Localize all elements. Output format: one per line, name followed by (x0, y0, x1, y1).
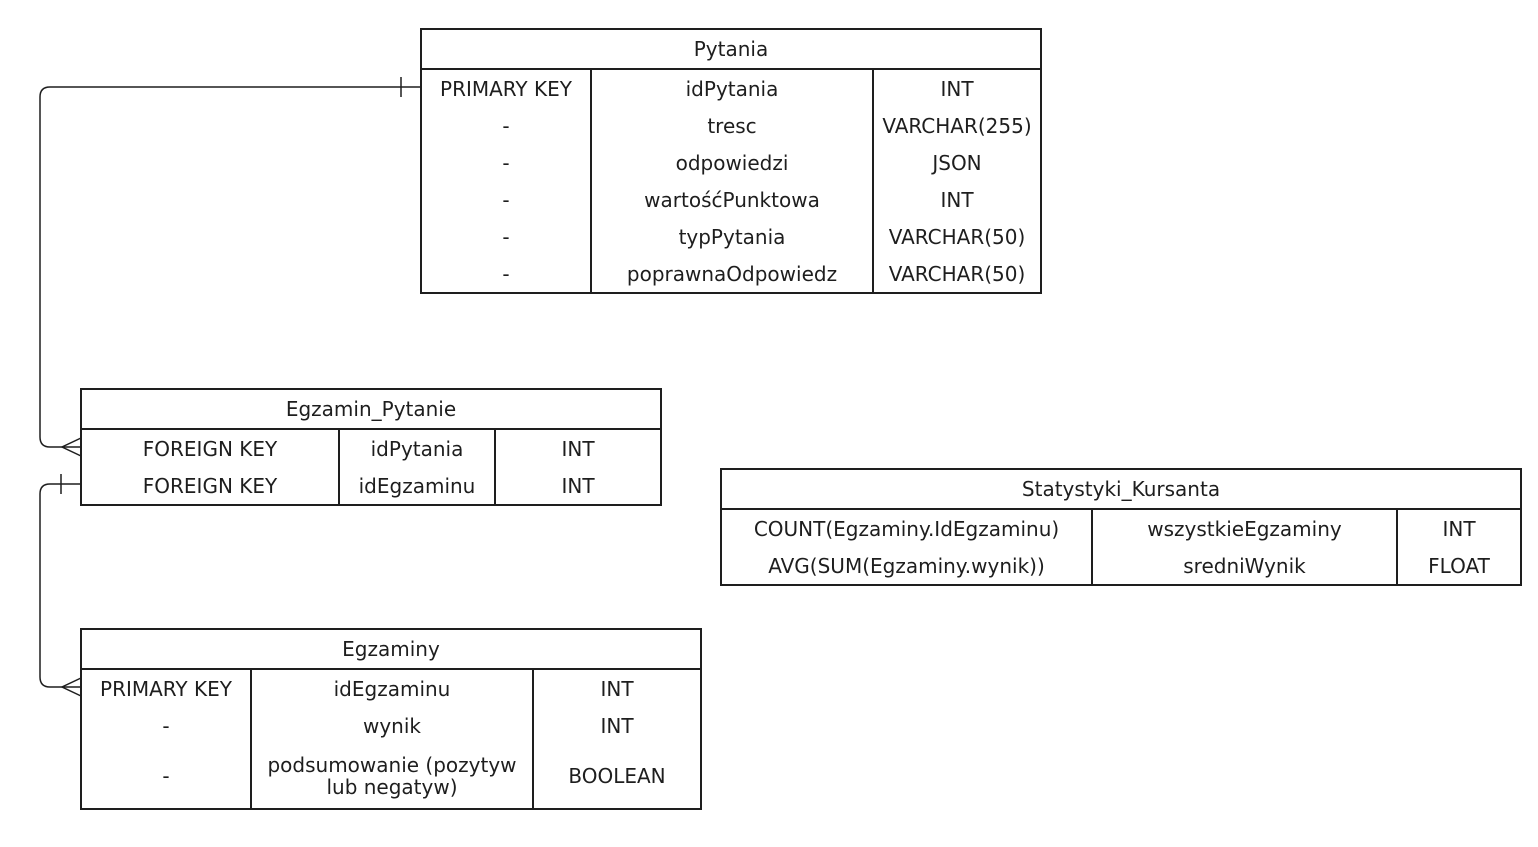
key-cell: - (502, 150, 510, 175)
key-cell: PRIMARY KEY (440, 76, 572, 101)
key-cell: FOREIGN KEY (142, 473, 278, 498)
type-column: INT FLOAT (1396, 510, 1520, 584)
field-column: idEgzaminu wynik podsumowanie (pozytyw l… (250, 670, 532, 808)
entity-title: Pytania (422, 30, 1040, 70)
key-cell: - (162, 713, 170, 738)
field-cell: wynik (362, 713, 421, 738)
type-cell: JSON (932, 150, 982, 175)
type-cell: FLOAT (1428, 553, 1490, 578)
key-cell: PRIMARY KEY (100, 676, 232, 701)
field-cell: odpowiedzi (675, 150, 789, 175)
entity-egzamin-pytanie[interactable]: Egzamin_Pytanie FOREIGN KEY FOREIGN KEY … (80, 388, 662, 506)
field-column: idPytania idEgzaminu (338, 430, 494, 504)
field-cell: idPytania (370, 436, 464, 461)
entity-statystyki-kursanta[interactable]: Statystyki_Kursanta COUNT(Egzaminy.IdEgz… (720, 468, 1522, 586)
field-cell: idEgzaminu (358, 473, 476, 498)
type-cell: INT (600, 713, 634, 738)
type-cell: BOOLEAN (568, 764, 666, 788)
field-cell: wszystkieEgzaminy (1147, 516, 1342, 541)
key-cell: - (502, 113, 510, 138)
field-cell: wartośćPunktowa (644, 187, 820, 212)
type-cell: VARCHAR(50) (888, 261, 1026, 286)
key-cell: FOREIGN KEY (142, 436, 278, 461)
type-column: INT INT BOOLEAN (532, 670, 700, 808)
entity-title: Statystyki_Kursanta (722, 470, 1520, 510)
field-cell: typPytania (678, 224, 786, 249)
field-column: wszystkieEgzaminy sredniWynik (1091, 510, 1396, 584)
key-column: COUNT(Egzaminy.IdEgzaminu) AVG(SUM(Egzam… (722, 510, 1091, 584)
type-cell: INT (561, 473, 595, 498)
field-cell: idEgzaminu (333, 676, 451, 701)
crowfoot-many-marker (60, 437, 82, 457)
key-cell: - (502, 261, 510, 286)
entity-title: Egzamin_Pytanie (82, 390, 660, 430)
key-cell: AVG(SUM(Egzaminy.wynik)) (768, 553, 1045, 578)
key-column: PRIMARY KEY - - (82, 670, 250, 808)
type-column: INT VARCHAR(255) JSON INT VARCHAR(50) VA… (872, 70, 1040, 292)
key-cell: - (502, 187, 510, 212)
field-cell: idPytania (685, 76, 779, 101)
type-cell: INT (561, 436, 595, 461)
entity-title: Egzaminy (82, 630, 700, 670)
key-column: PRIMARY KEY - - - - - (422, 70, 590, 292)
field-cell: poprawnaOdpowiedz (626, 261, 838, 286)
type-cell: INT (940, 187, 974, 212)
key-cell: COUNT(Egzaminy.IdEgzaminu) (753, 516, 1060, 541)
type-cell: VARCHAR(255) (882, 113, 1032, 138)
key-column: FOREIGN KEY FOREIGN KEY (82, 430, 338, 504)
crowfoot-many-marker (60, 677, 82, 697)
field-cell: sredniWynik (1183, 553, 1306, 578)
field-column: idPytania tresc odpowiedzi wartośćPunkto… (590, 70, 872, 292)
type-cell: INT (940, 76, 974, 101)
relation-egzamin-pytanie-egzaminy (39, 483, 81, 688)
field-cell: tresc (707, 113, 757, 138)
entity-egzaminy[interactable]: Egzaminy PRIMARY KEY - - idEgzaminu wyni… (80, 628, 702, 810)
type-cell: INT (600, 676, 634, 701)
key-cell: - (162, 764, 170, 788)
key-cell: - (502, 224, 510, 249)
type-cell: VARCHAR(50) (888, 224, 1026, 249)
type-cell: INT (1442, 516, 1476, 541)
type-column: INT INT (494, 430, 660, 504)
field-cell: podsumowanie (pozytyw lub negatyw) (267, 753, 517, 799)
entity-pytania[interactable]: Pytania PRIMARY KEY - - - - - idPytania … (420, 28, 1042, 294)
